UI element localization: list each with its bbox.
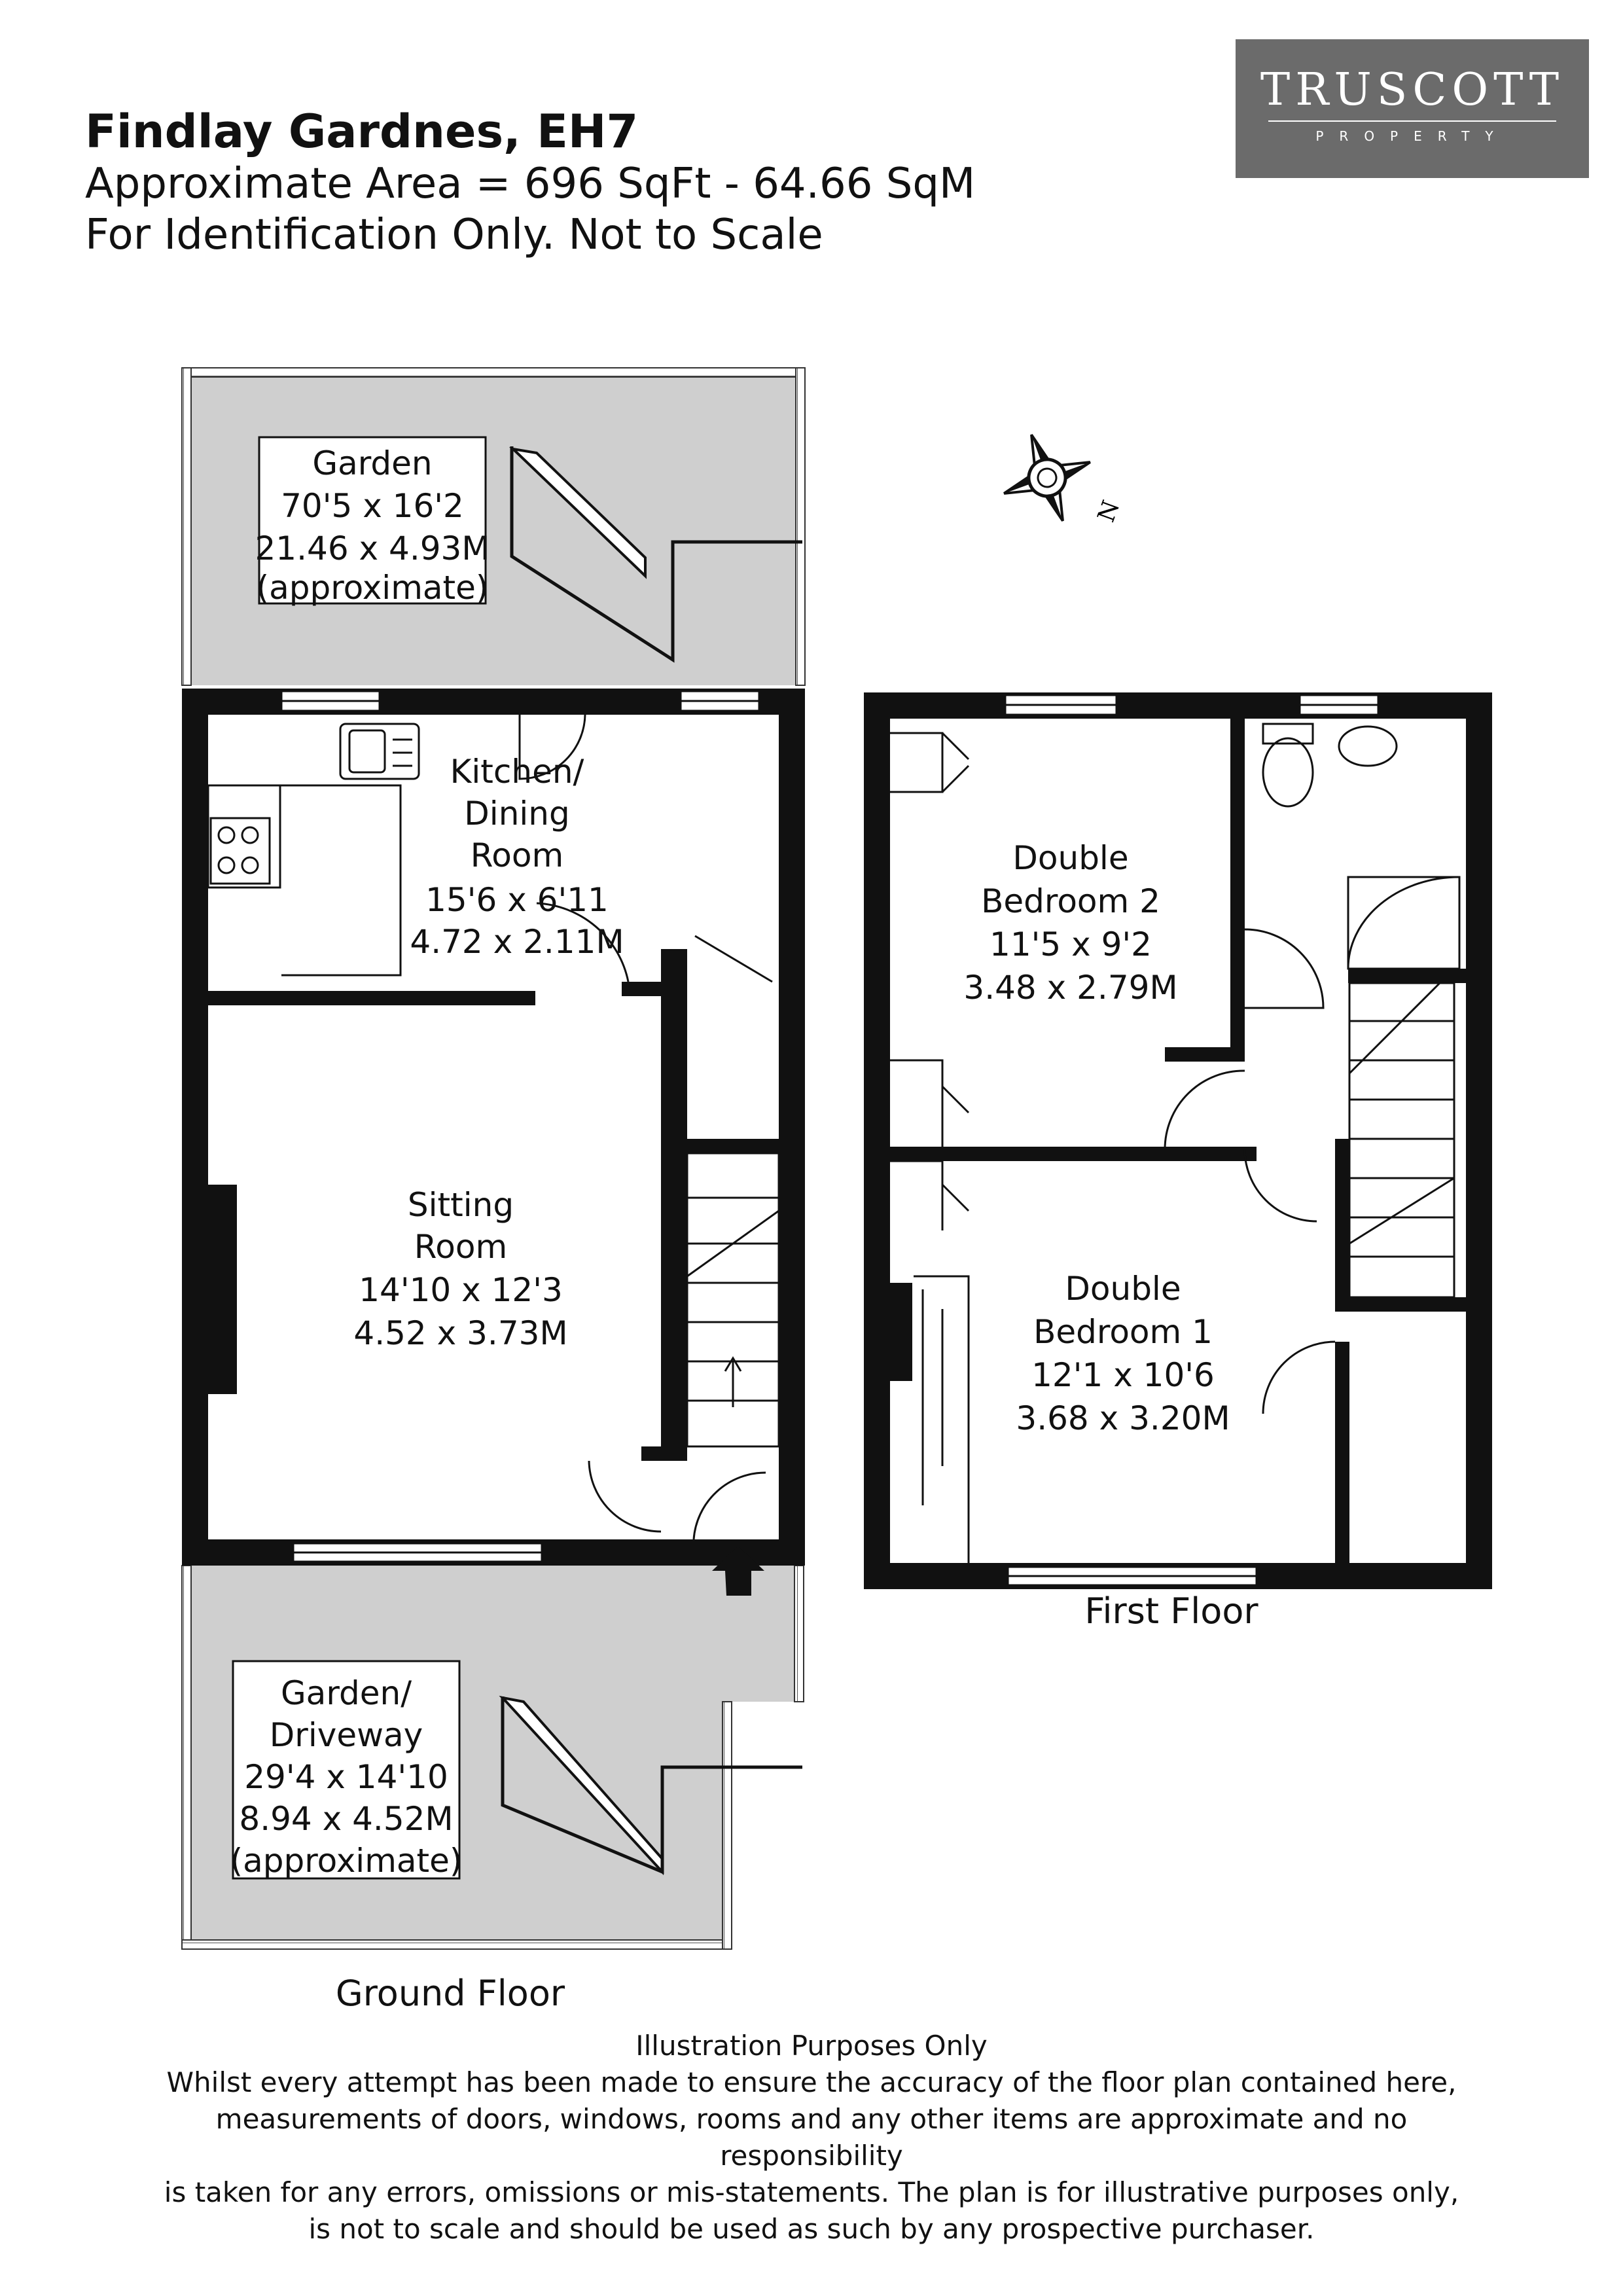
rear-garden-metric: 21.46 x 4.93M	[255, 529, 490, 567]
first-fittings	[890, 723, 1461, 1563]
kitchen-label-3: Room	[471, 836, 563, 874]
ground-floor: Garden 70'5 x 16'2 21.46 x 4.93M (approx…	[181, 367, 806, 2014]
first-labels: Double Bedroom 2 11'5 x 9'2 3.48 x 2.79M…	[963, 839, 1258, 1632]
disclaimer-heading: Illustration Purposes Only	[635, 2030, 988, 2062]
ground-labels: Garden 70'5 x 16'2 21.46 x 4.93M (approx…	[230, 444, 624, 2014]
bedroom1-label-2: Bedroom 1	[1033, 1313, 1213, 1351]
approximate-area: Approximate Area = 696 SqFt - 64.66 SqM	[85, 160, 976, 208]
disclaimer-line: is not to scale and should be used as su…	[308, 2213, 1315, 2245]
property-title: Findlay Gardnes, EH7	[85, 105, 639, 158]
kitchen-metric: 4.72 x 2.11M	[410, 923, 624, 961]
bedroom2-imperial: 11'5 x 9'2	[990, 925, 1152, 963]
bedroom1-label: Double	[1065, 1270, 1181, 1308]
disclaimer: Illustration Purposes Only Whilst every …	[157, 2028, 1466, 2248]
front-garden-label-2: Driveway	[270, 1716, 423, 1754]
disclaimer-line: Whilst every attempt has been made to en…	[166, 2066, 1457, 2098]
logo-sub: PROPERTY	[1315, 128, 1509, 144]
entrance-arrow-icon	[712, 1546, 764, 1596]
logo-name: TRUSCOTT	[1260, 64, 1565, 116]
bedroom1-imperial: 12'1 x 10'6	[1031, 1356, 1215, 1394]
bedroom1-metric: 3.68 x 3.20M	[1016, 1399, 1230, 1437]
first-floor-label: First Floor	[1084, 1590, 1258, 1632]
front-garden-approx: (approximate)	[230, 1842, 463, 1880]
ground-floor-label: Ground Floor	[336, 1973, 565, 2014]
kitchen-fittings	[207, 714, 773, 983]
kitchen-label: Kitchen/	[450, 753, 584, 791]
sitting-label: Sitting	[408, 1186, 514, 1224]
ground-windows	[280, 690, 760, 1563]
ground-stairs	[588, 1152, 780, 1540]
first-floor: Double Bedroom 2 11'5 x 9'2 3.48 x 2.79M…	[864, 692, 1492, 1632]
compass-north-label: N	[1093, 497, 1125, 526]
front-garden-label: Garden/	[281, 1674, 412, 1712]
sitting-metric: 4.52 x 3.73M	[353, 1314, 567, 1352]
sitting-label-2: Room	[414, 1228, 507, 1266]
bedroom2-label-2: Bedroom 2	[981, 882, 1160, 920]
bedroom2-metric: 3.48 x 2.79M	[963, 969, 1177, 1007]
identification-note: For Identification Only. Not to Scale	[85, 211, 823, 259]
sitting-imperial: 14'10 x 12'3	[359, 1271, 563, 1309]
disclaimer-line: is taken for any errors, omissions or mi…	[164, 2176, 1459, 2208]
rear-garden	[181, 367, 806, 686]
disclaimer-line: measurements of doors, windows, rooms an…	[215, 2103, 1408, 2172]
rear-garden-approx: (approximate)	[257, 569, 489, 607]
first-walls	[864, 692, 1492, 1589]
logo-divider	[1268, 120, 1556, 122]
front-garden-imperial: 29'4 x 14'10	[244, 1758, 448, 1796]
kitchen-label-2: Dining	[464, 795, 569, 833]
front-garden-metric: 8.94 x 4.52M	[239, 1800, 453, 1838]
rear-garden-imperial: 70'5 x 16'2	[281, 487, 464, 525]
kitchen-imperial: 15'6 x 6'11	[425, 881, 609, 919]
first-windows	[1004, 694, 1380, 1587]
rear-garden-label: Garden	[312, 444, 432, 482]
truscott-logo: TRUSCOTT PROPERTY	[1236, 39, 1589, 178]
bedroom2-label: Double	[1012, 839, 1128, 877]
compass-rose-icon	[1003, 434, 1091, 522]
front-garden	[181, 1565, 804, 1950]
